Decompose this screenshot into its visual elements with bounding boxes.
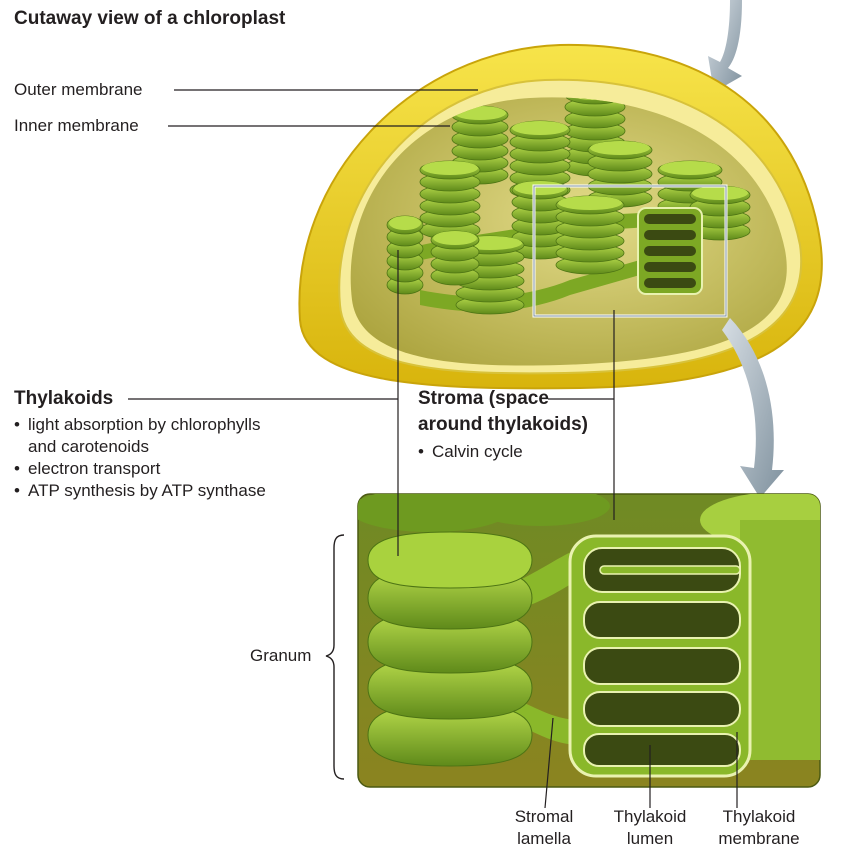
label-outer-membrane: Outer membrane	[14, 80, 143, 99]
thylakoid-disc-top	[590, 141, 650, 155]
thylakoid-disc-top	[512, 121, 568, 135]
granum-stack	[367, 531, 533, 767]
thylakoid-disc-top	[660, 161, 720, 175]
label-line: Thylakoid	[613, 807, 687, 826]
stroma-bullets: Calvin cycle	[418, 441, 618, 463]
arrow-down-icon	[722, 318, 784, 498]
lumen-cross-section	[568, 534, 752, 778]
thylakoid-disc-top	[558, 196, 622, 210]
thylakoid-disc-top	[389, 216, 421, 230]
label-granum: Granum	[250, 646, 312, 665]
thylakoids-bullets: light absorption by chlorophylls and car…	[14, 414, 334, 502]
leader-lines	[128, 89, 738, 809]
page-title: Cutaway view of a chloroplast	[14, 8, 286, 29]
label-inner-membrane: Inner membrane	[14, 116, 139, 135]
label-line: membrane	[718, 829, 800, 848]
label-line: Stromal	[514, 807, 574, 826]
small-lumen-cross-section	[637, 207, 703, 295]
label-line: Thylakoid	[722, 807, 796, 826]
thylakoid-disc-top	[692, 186, 748, 200]
granum-brace	[325, 534, 345, 780]
thylakoids-bullet: electron transport	[14, 458, 334, 480]
label-thylakoid-lumen: Thylakoid lumen	[604, 806, 696, 850]
arrow-in-icon	[708, 0, 742, 92]
stroma-heading-line1: Stroma (space	[418, 388, 549, 409]
label-thylakoid-membrane: Thylakoid membrane	[704, 806, 814, 850]
grana-stacks	[386, 97, 751, 315]
thylakoids-heading: Thylakoids	[14, 388, 114, 409]
thylakoid-disc-top	[422, 161, 478, 175]
thylakoids-bullet: ATP synthesis by ATP synthase	[14, 480, 334, 502]
label-stromal-lamella: Stromal lamella	[504, 806, 584, 850]
stroma-heading-line2: around thylakoids)	[418, 414, 588, 435]
label-line: lamella	[517, 829, 571, 848]
zoom-panel	[357, 493, 821, 788]
thylakoid-disc-top	[514, 181, 566, 195]
label-line: lumen	[626, 829, 674, 848]
thylakoids-bullet: light absorption by chlorophylls and car…	[14, 414, 334, 458]
stroma-bullet: Calvin cycle	[418, 441, 618, 463]
thylakoid-disc-top	[433, 231, 477, 245]
